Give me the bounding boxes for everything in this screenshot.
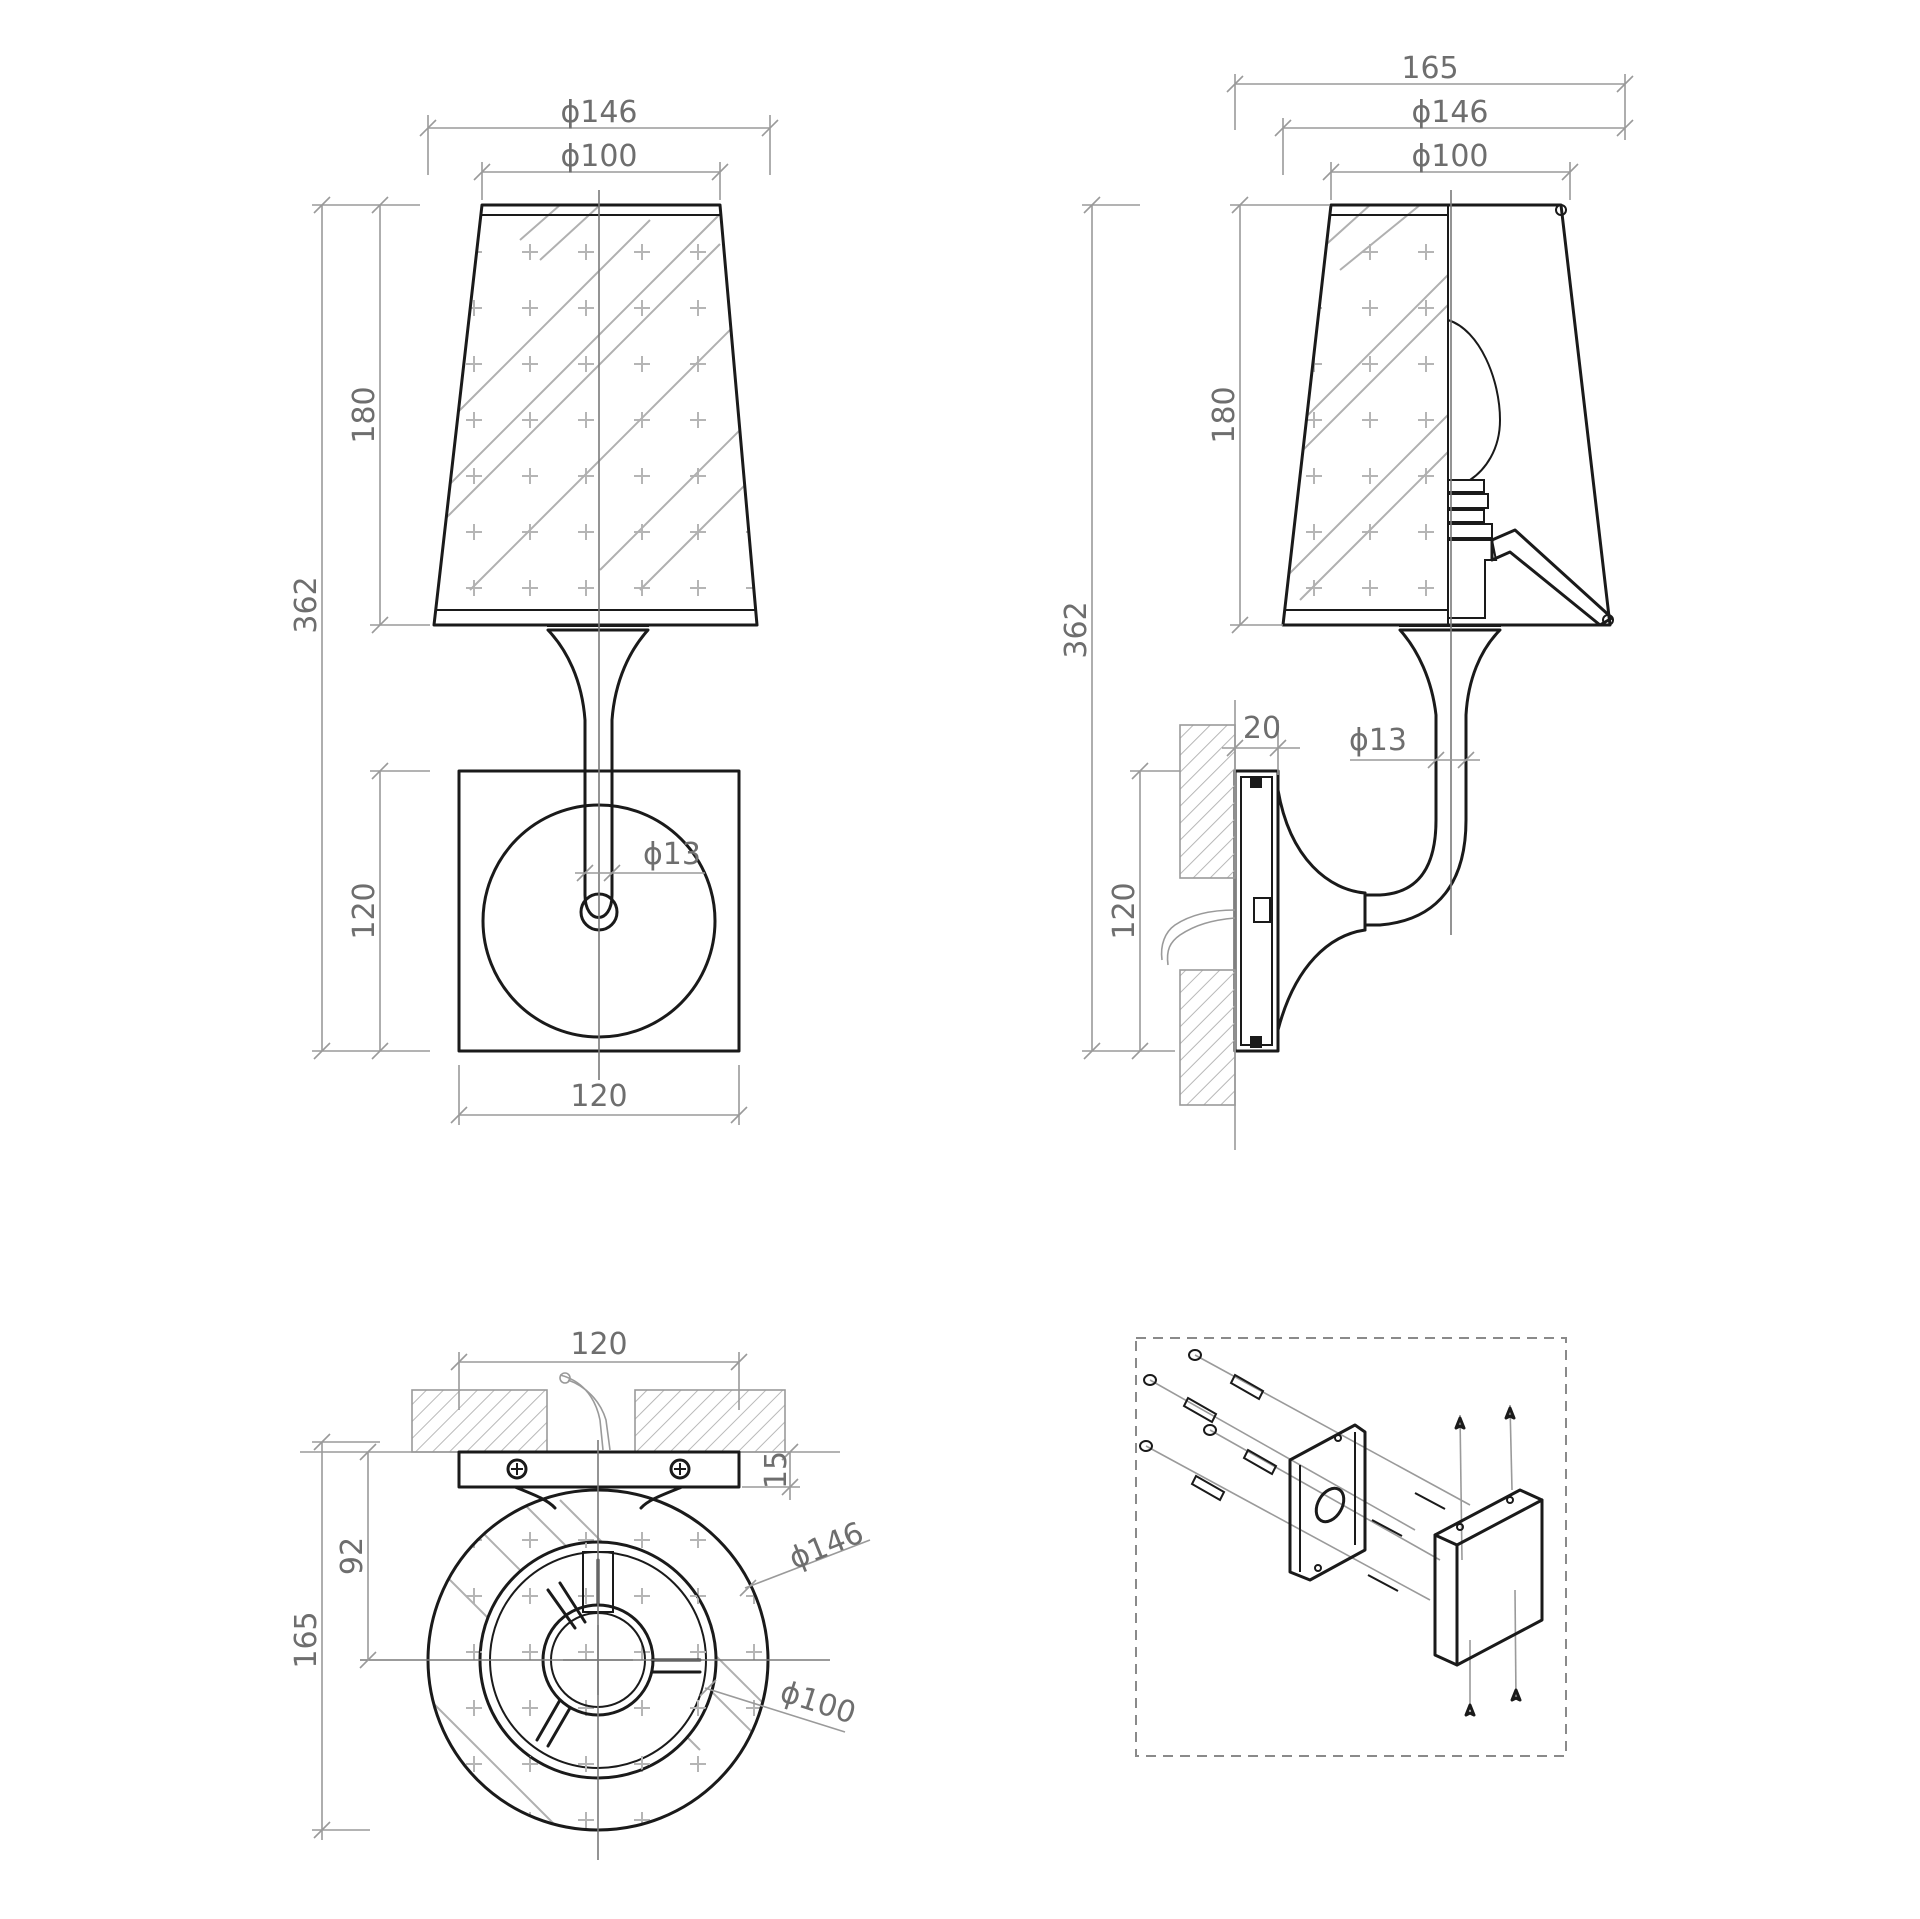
front-stem bbox=[546, 628, 650, 919]
top-wall-block-left bbox=[411, 1389, 548, 1453]
front-dim-shade-inner: ϕ100 bbox=[560, 139, 637, 174]
top-dim-total-depth: 165 bbox=[289, 1611, 324, 1668]
screw-head-left bbox=[506, 1458, 528, 1480]
front-dim-total-height: 362 bbox=[289, 576, 324, 633]
side-wall-section-upper bbox=[1179, 724, 1236, 879]
exploded-view bbox=[1135, 1337, 1567, 1757]
front-shade bbox=[432, 203, 759, 627]
front-dim-plate-width: 120 bbox=[570, 1079, 627, 1114]
top-dim-plate-thickness: 15 bbox=[759, 1451, 794, 1489]
side-view: 165 ϕ146 ϕ100 362 180 bbox=[1059, 51, 1634, 1150]
side-dimensions: 165 ϕ146 ϕ100 362 180 bbox=[1059, 51, 1634, 1060]
top-wall-block-right bbox=[634, 1389, 786, 1453]
mounting-bracket-icon bbox=[1288, 1423, 1367, 1582]
side-bulb bbox=[1447, 319, 1614, 627]
side-stem bbox=[1363, 628, 1502, 927]
side-dim-plate-height: 120 bbox=[1107, 882, 1142, 939]
base-plate-icon bbox=[1433, 1488, 1544, 1667]
side-dim-projection: 165 bbox=[1401, 51, 1458, 86]
front-dimensions: ϕ146 ϕ100 362 180 120 bbox=[289, 95, 779, 1125]
front-dim-shade-height: 180 bbox=[347, 386, 382, 443]
front-dim-tube: ϕ13 bbox=[643, 837, 701, 872]
side-canopy bbox=[1276, 788, 1367, 1032]
screw-icon bbox=[1367, 1406, 1522, 1717]
top-dim-plate-width: 120 bbox=[570, 1327, 627, 1362]
side-shade bbox=[1281, 203, 1614, 627]
side-dim-shade-height: 180 bbox=[1207, 386, 1242, 443]
front-dim-shade-outer: ϕ146 bbox=[560, 95, 637, 130]
side-dim-total-height: 362 bbox=[1059, 601, 1094, 658]
top-dim-shade-outer: ϕ146 bbox=[784, 1516, 869, 1577]
side-dim-tube: ϕ13 bbox=[1349, 723, 1407, 758]
washer-icon bbox=[1139, 1349, 1217, 1452]
side-dim-shade-outer: ϕ146 bbox=[1411, 95, 1488, 130]
side-wall-section-lower bbox=[1179, 969, 1236, 1106]
top-wall-plate bbox=[457, 1450, 741, 1489]
front-view: ϕ146 ϕ100 362 180 120 bbox=[289, 95, 779, 1125]
exploded-view-frame bbox=[1135, 1337, 1567, 1757]
side-dim-shade-inner: ϕ100 bbox=[1411, 139, 1488, 174]
top-dim-center-offset: 92 bbox=[335, 1537, 370, 1575]
screw-head-right bbox=[669, 1458, 691, 1480]
front-dim-plate-height: 120 bbox=[347, 882, 382, 939]
wall-plug-icon bbox=[1182, 1373, 1278, 1502]
top-view: 120 15 92 165 ϕ146 ϕ100 bbox=[289, 1327, 871, 1860]
side-dim-plate-depth: 20 bbox=[1243, 711, 1281, 746]
